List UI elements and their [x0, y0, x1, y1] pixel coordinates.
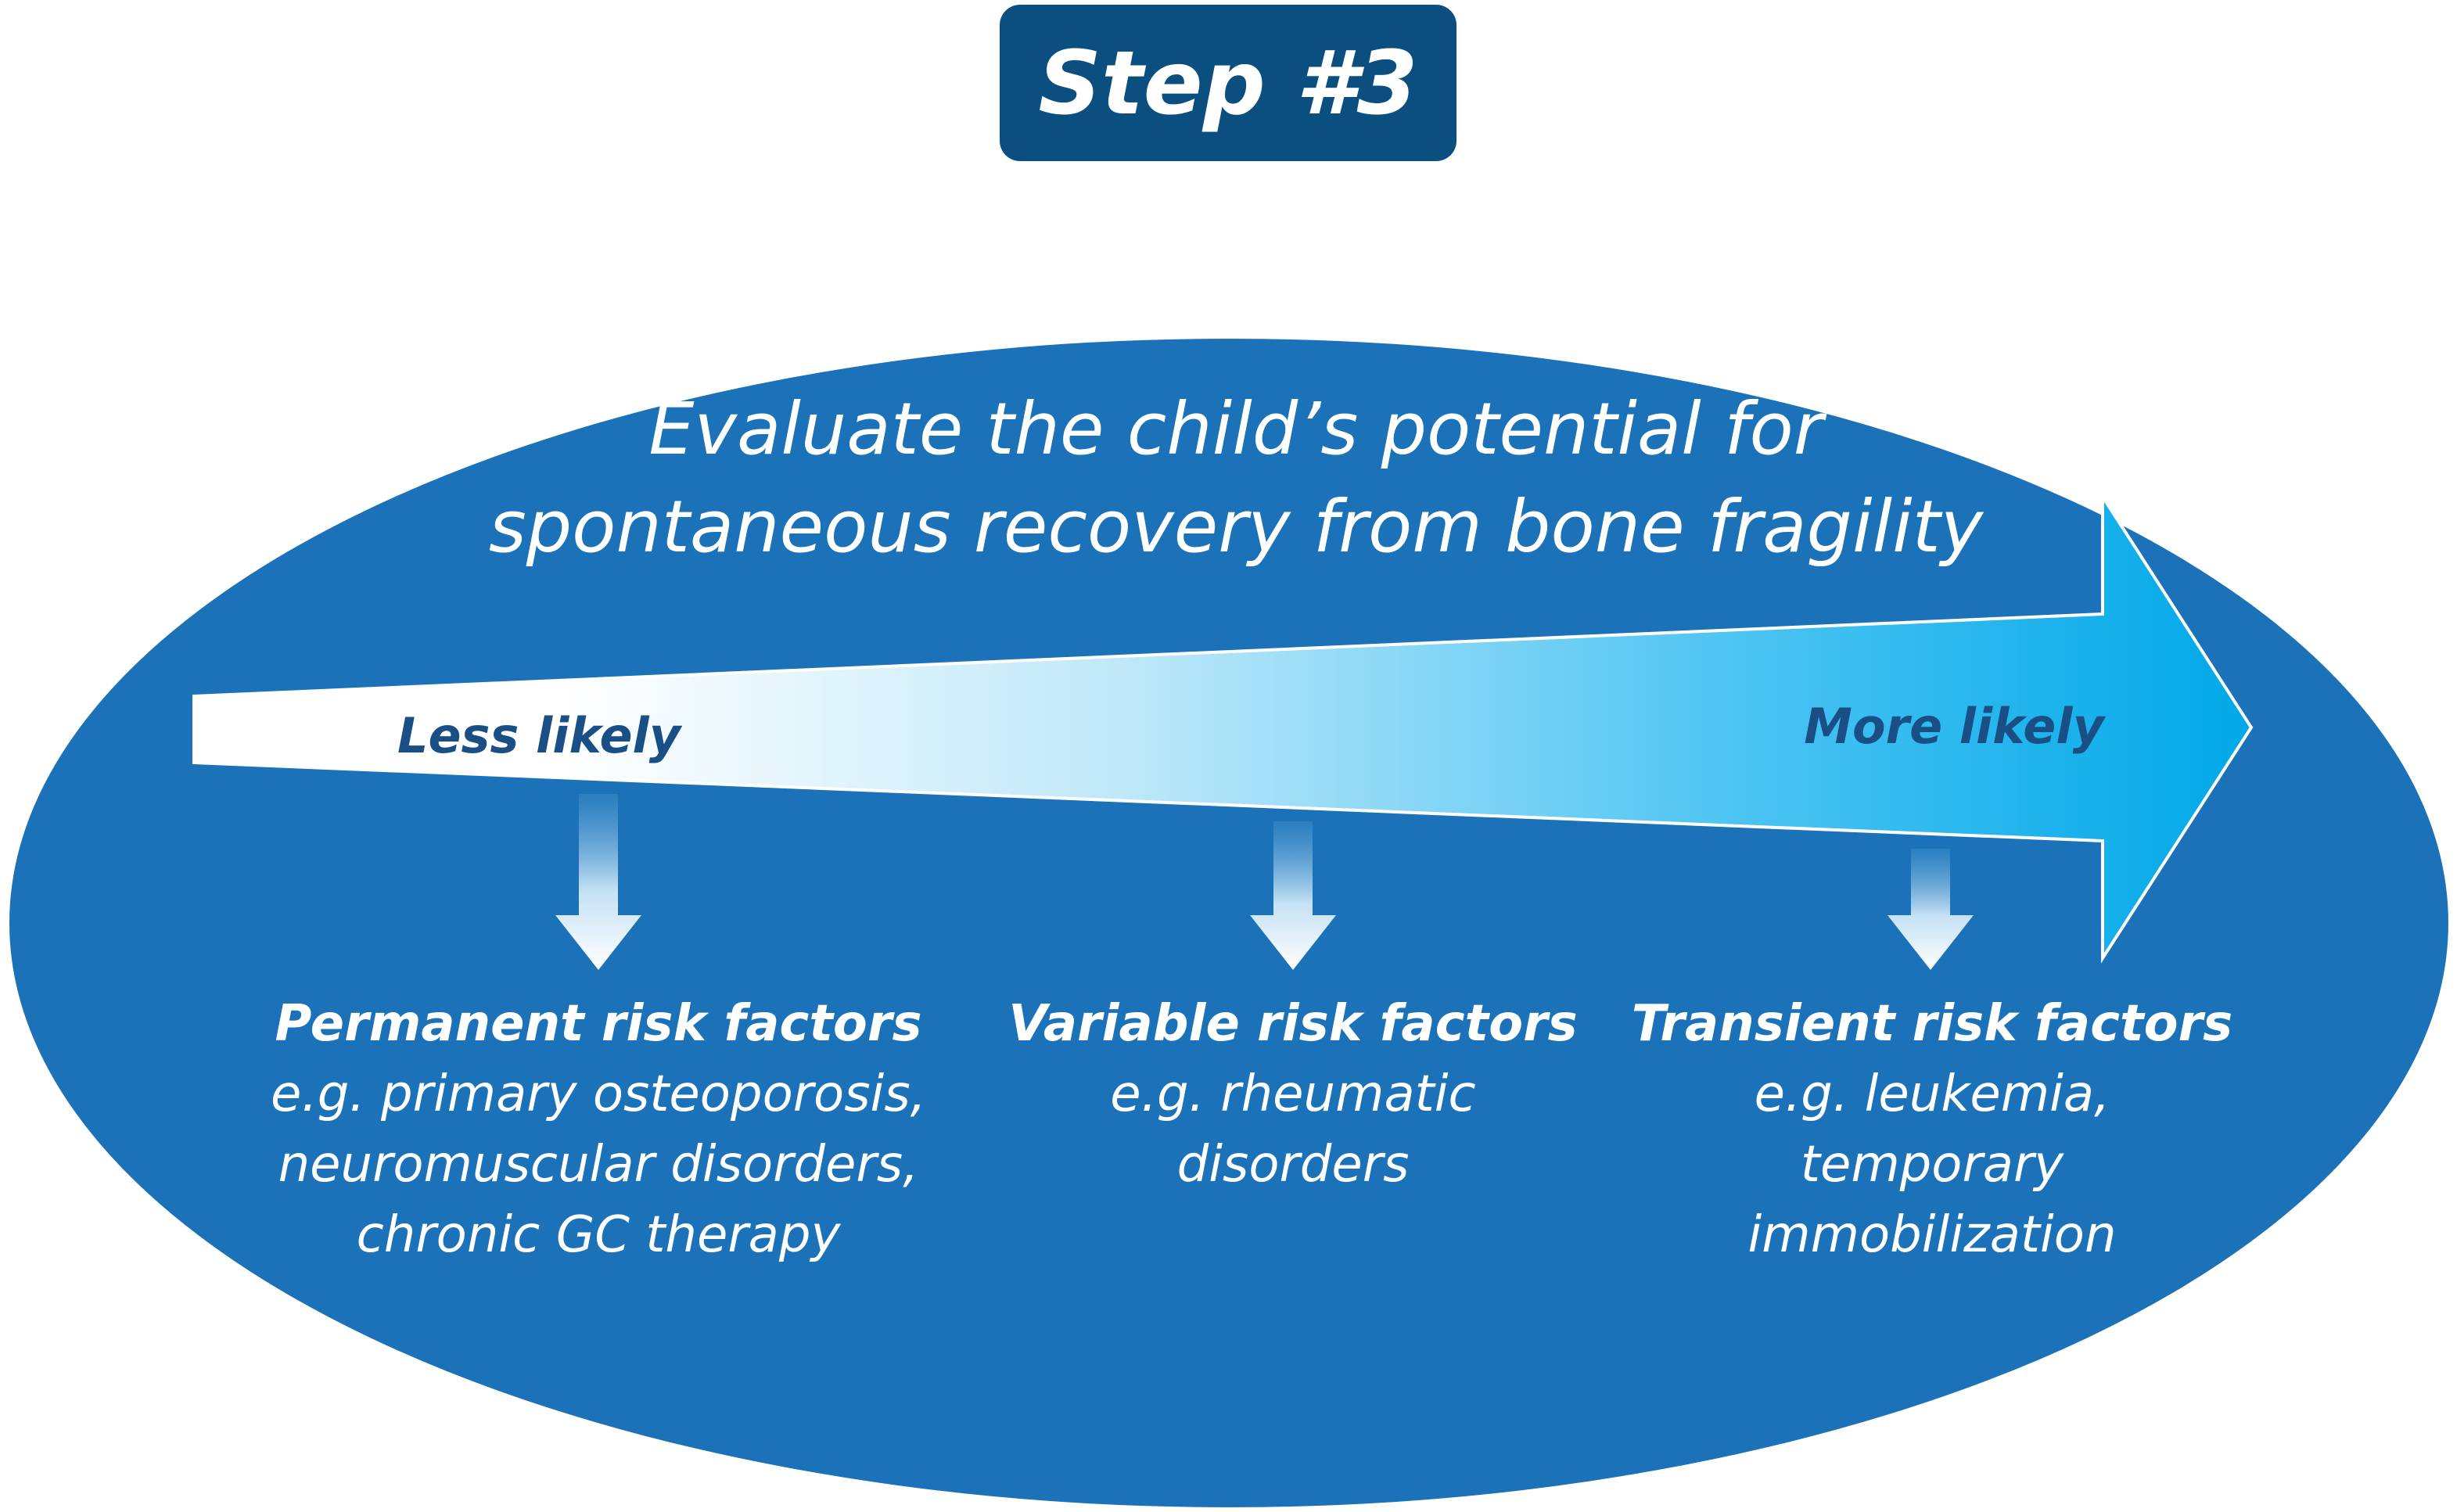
factor-column-permanent: Permanent risk factors e.g. primary oste… [271, 995, 926, 1264]
less-likely-label: Less likely [397, 707, 683, 764]
down-arrow-icon [1250, 821, 1336, 970]
factor-example-line: chronic GC therapy [357, 1206, 842, 1264]
factor-example-line: e.g. leukemia, [1755, 1065, 2110, 1123]
factor-title: Variable risk factors [1008, 995, 1578, 1053]
likelihood-scale-arrow: Less likely More likely [192, 491, 2254, 964]
factor-example-line: disorders [1177, 1136, 1410, 1194]
factor-title: Transient risk factors [1632, 995, 2232, 1053]
heading-line-2: spontaneous recovery from bone fragility [489, 485, 1984, 569]
more-likely-label: More likely [1804, 698, 2106, 755]
factor-column-transient: Transient risk factors e.g. leukemia, te… [1632, 995, 2232, 1264]
down-arrow-icon [1888, 849, 1974, 970]
factor-title: Permanent risk factors [275, 995, 921, 1053]
factor-example-line: immobilization [1748, 1206, 2117, 1264]
factor-example-line: temporary [1801, 1136, 2064, 1194]
factor-example-line: e.g. primary osteoporosis, [271, 1065, 926, 1123]
step-badge-box [1000, 5, 1456, 161]
heading-line-1: Evaluate the child’s potential for [648, 387, 1826, 471]
step-badge: Step #3 [1000, 5, 1456, 161]
down-arrow-icon [555, 794, 641, 970]
factor-example-line: e.g. rheumatic [1110, 1065, 1475, 1123]
step-badge-label: Step #3 [1038, 33, 1417, 135]
factor-example-line: neuromuscular disorders, [278, 1136, 919, 1194]
scale-arrow-shape [192, 491, 2254, 964]
heading: Evaluate the child’s potential for spont… [489, 387, 1984, 569]
factor-column-variable: Variable risk factors e.g. rheumatic dis… [1008, 995, 1578, 1194]
